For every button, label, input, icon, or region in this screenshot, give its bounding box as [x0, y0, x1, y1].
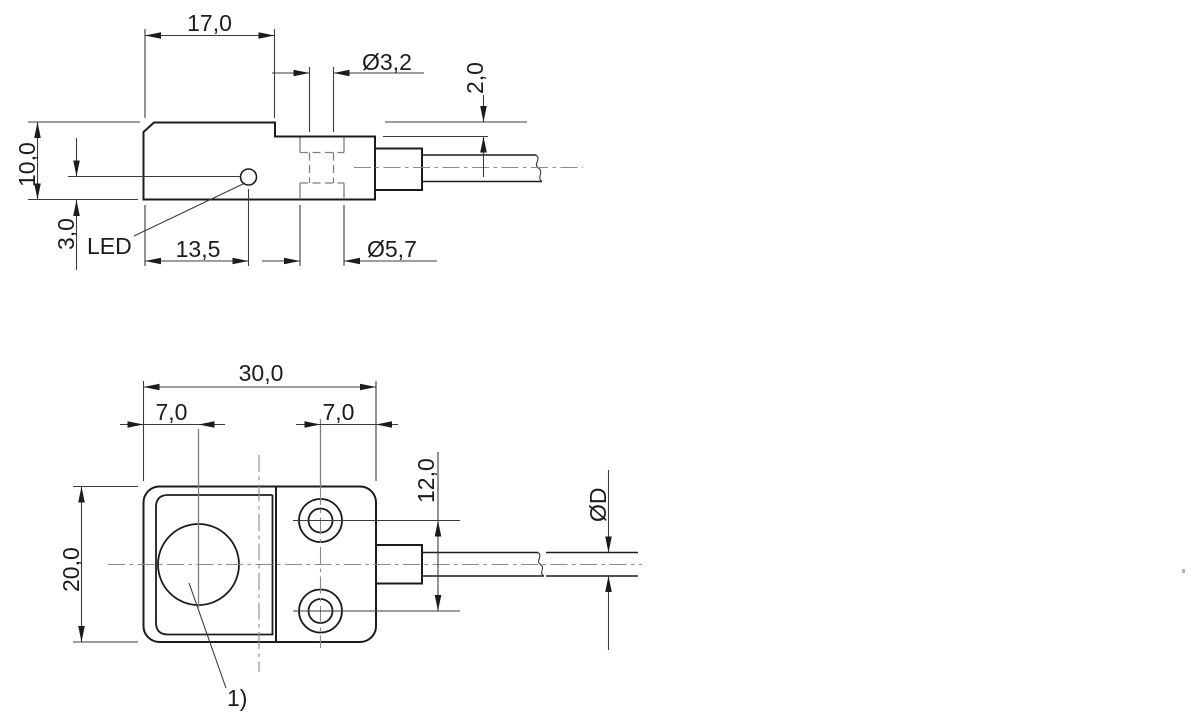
cable-strain-relief-side [375, 147, 423, 191]
dim-step-2-0: 2,0 [383, 62, 527, 177]
dim-label-offset-left: 7,0 [156, 399, 188, 425]
dim-led-offset-13-5: 13,5 [144, 189, 250, 266]
sensing-face-cover-contour [155, 494, 274, 636]
dim-label-height-front: 20,0 [58, 547, 84, 592]
led-leader-line [133, 182, 246, 237]
cable-strain-relief-front [376, 544, 423, 585]
dim-hole-spacing-12-0: 12,0 [293, 452, 460, 612]
cable-front [422, 551, 638, 577]
print-artifact-dot [1182, 569, 1185, 573]
dim-label-hole-dia: Ø3,2 [362, 49, 412, 75]
dim-label-counterbore-dia: Ø5,7 [367, 236, 417, 262]
dim-label-hole-spacing: 12,0 [413, 458, 439, 503]
cable-side [422, 154, 543, 183]
front-view: 30,0 7,0 7,0 20,0 [58, 360, 642, 711]
dim-label-cable-dia: ØD [585, 488, 611, 523]
dim-counterbore-5-7: Ø5,7 [262, 205, 437, 266]
dim-offset-right-7-0: 7,0 [296, 399, 398, 428]
dim-label-step: 2,0 [462, 62, 488, 94]
dim-label-width-top: 17,0 [187, 10, 232, 36]
dim-label-led-offset: 13,5 [176, 236, 221, 262]
dim-label-offset-right: 7,0 [323, 399, 355, 425]
dim-width-30-0: 30,0 [142, 360, 377, 481]
led-indicator [239, 168, 258, 186]
side-view: 17,0 Ø3,2 2,0 1 [14, 10, 583, 270]
dim-height-20-0: 20,0 [58, 485, 138, 643]
led-label: LED [87, 233, 132, 259]
dim-hole-dia-3-2: Ø3,2 [272, 49, 424, 132]
dim-label-height: 10,0 [14, 142, 40, 187]
dim-label-led-height: 3,0 [53, 218, 79, 250]
footnote-label: 1) [227, 685, 247, 711]
dim-offset-left-7-0: 7,0 [120, 399, 225, 428]
dim-cable-dia-D: ØD [585, 470, 612, 650]
cable-break-symbol-front [537, 552, 545, 577]
dim-17-0: 17,0 [144, 10, 276, 118]
footnote-leader-line [188, 582, 227, 689]
dim-height-10-0: 10,0 [14, 121, 140, 201]
mounting-hole-hidden-lines [299, 137, 345, 199]
dim-label-width: 30,0 [239, 360, 284, 386]
cable-break-symbol [535, 154, 543, 182]
dim-led-height-3-0: 3,0 [53, 138, 240, 270]
sensor-body-side-outline [142, 121, 376, 201]
